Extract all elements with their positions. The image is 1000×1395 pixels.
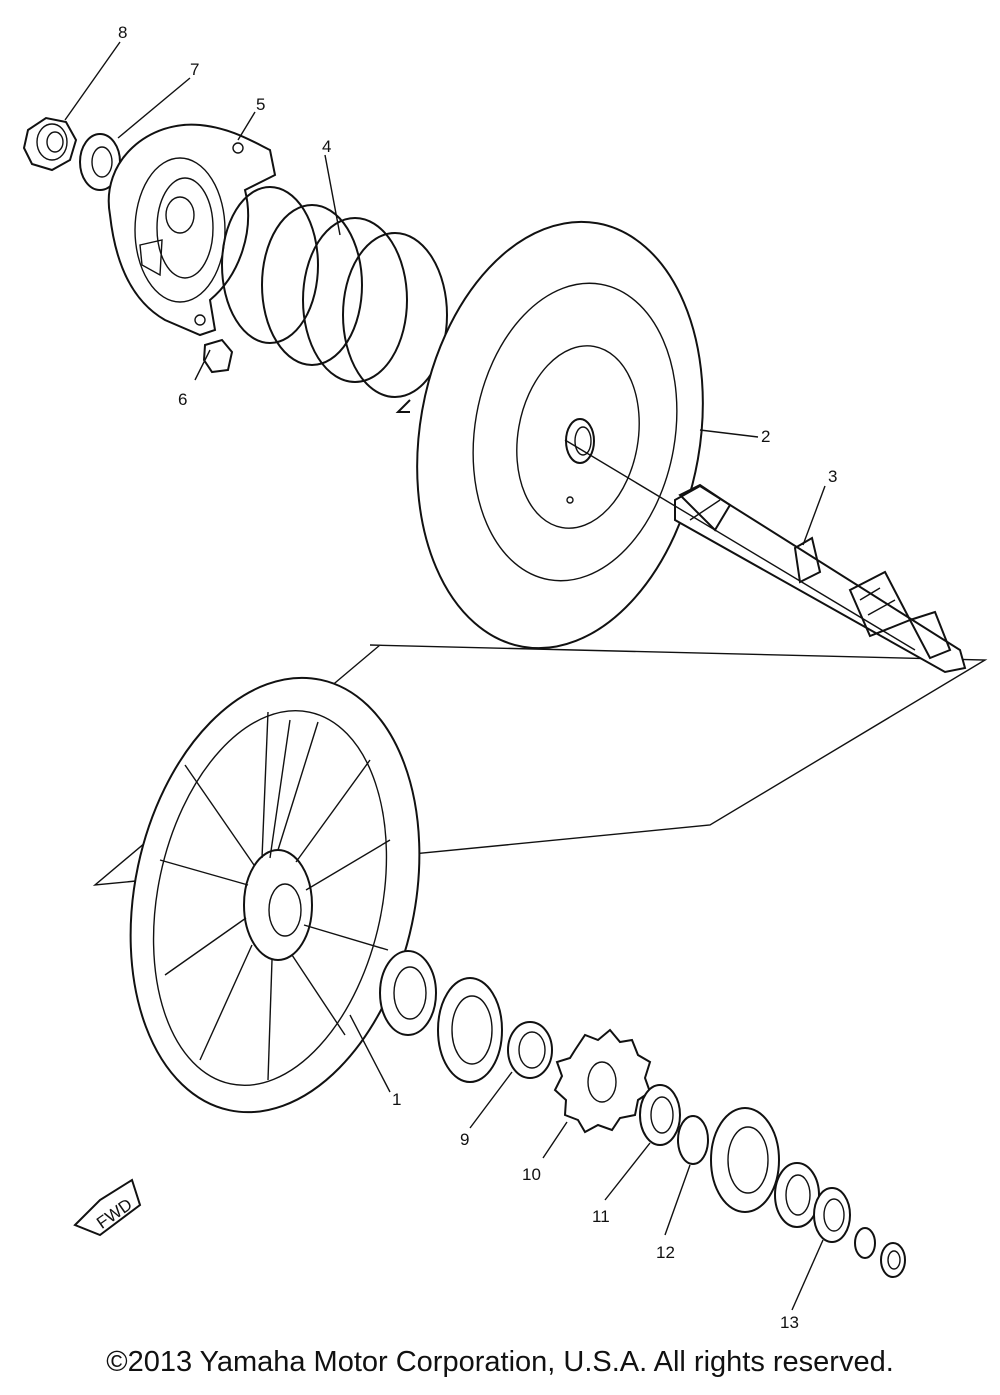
part-11-collar[interactable] — [639, 1084, 681, 1146]
label-part-2: 2 — [761, 427, 770, 446]
label-part-9: 9 — [460, 1130, 469, 1149]
label-part-12: 12 — [656, 1243, 675, 1262]
part-9-collar[interactable] — [507, 1021, 553, 1079]
hub-bearing-2[interactable] — [710, 1107, 780, 1213]
label-part-13: 13 — [780, 1313, 799, 1332]
part-12-circlip[interactable] — [677, 1115, 709, 1165]
label-part-11: 11 — [592, 1207, 610, 1226]
part-6-clip[interactable] — [202, 338, 234, 374]
label-part-8: 8 — [118, 23, 127, 42]
label-part-7: 7 — [190, 60, 199, 79]
exploded-parts-diagram: FWD 8 7 5 4 6 2 3 1 9 10 11 12 13 — [22, 23, 988, 1332]
hub-seal[interactable] — [379, 950, 437, 1036]
copyright-notice: ©2013 Yamaha Motor Corporation, U.S.A. A… — [106, 1346, 894, 1378]
label-part-6: 6 — [178, 390, 187, 409]
part-4-spring[interactable] — [221, 186, 448, 413]
part-1-pulley[interactable] — [92, 651, 457, 1140]
end-washer-1[interactable] — [854, 1227, 876, 1259]
label-part-5: 5 — [256, 95, 265, 114]
part-2-sheave[interactable] — [385, 199, 735, 671]
part-3-shaft[interactable] — [674, 483, 967, 674]
part-10-sprocket[interactable] — [553, 1028, 652, 1134]
label-part-1: 1 — [392, 1090, 401, 1109]
spacer-ring[interactable] — [774, 1162, 820, 1228]
part-labels: 8 7 5 4 6 2 3 1 9 10 11 12 13 — [118, 23, 837, 1332]
label-part-4: 4 — [322, 137, 331, 156]
label-part-3: 3 — [828, 467, 837, 486]
end-washer-2[interactable] — [880, 1242, 906, 1278]
hub-bearing-1[interactable] — [437, 977, 503, 1083]
part-13-collar[interactable] — [813, 1187, 851, 1243]
leader-lines — [64, 41, 916, 1311]
part-5-spring-seat[interactable] — [107, 123, 277, 337]
part-8-nut[interactable] — [22, 116, 78, 172]
label-part-10: 10 — [522, 1165, 541, 1184]
fwd-arrow: FWD — [73, 1178, 142, 1237]
